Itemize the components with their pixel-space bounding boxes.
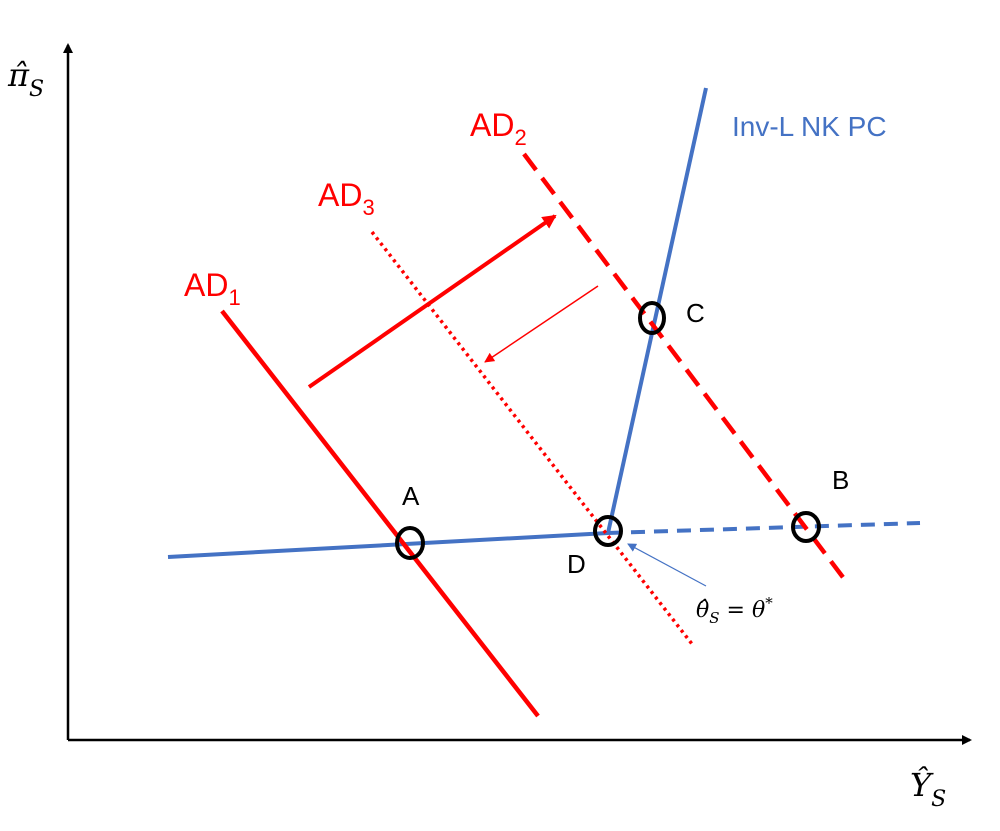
ad3-label: AD3 (318, 177, 375, 220)
point-d-label: D (567, 549, 586, 579)
point-c-label: C (686, 298, 705, 328)
ad2-line (522, 152, 850, 586)
shift-arrow-ad2-to-ad3 (484, 285, 599, 363)
point-a-marker (395, 526, 425, 560)
ad1-line (220, 309, 540, 718)
theta-annotation: θ̂S = θ* (696, 594, 773, 627)
theta-arrow (627, 543, 707, 587)
shift-arrow-ad1-to-ad2 (307, 214, 557, 389)
x-axis-label: ŶS (910, 766, 946, 812)
ad2-label: AD2 (470, 107, 527, 150)
pc-label: Inv-L NK PC (732, 111, 887, 142)
point-a-label: A (402, 481, 420, 511)
ad1-label: AD1 (184, 267, 241, 310)
y-axis-label: π̂S (7, 56, 44, 102)
point-b-label: B (832, 465, 849, 495)
pc-steep-segment (606, 87, 708, 534)
pc-flat-segment (167, 531, 609, 559)
point-d-marker (593, 515, 623, 547)
ad3-line (370, 230, 694, 646)
pc-flat-dashed-segment (607, 521, 921, 535)
point-c-marker (638, 301, 666, 335)
point-b-marker (791, 511, 821, 543)
